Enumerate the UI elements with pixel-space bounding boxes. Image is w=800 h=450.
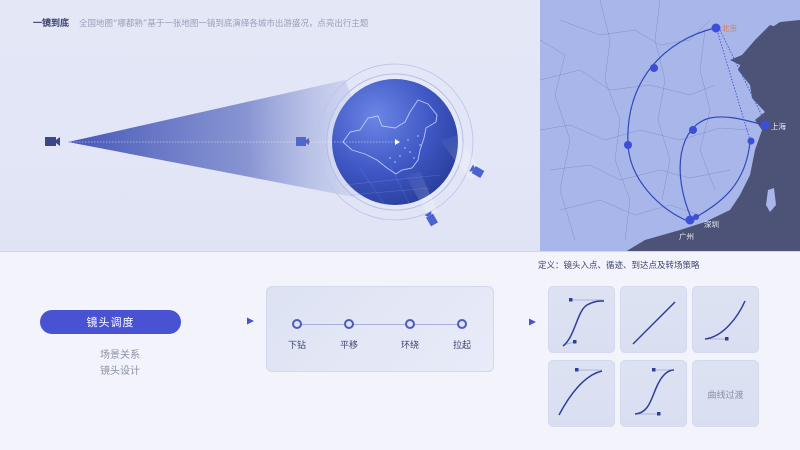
arrow-right-icon	[198, 317, 254, 325]
route-beijing-guangzhou	[627, 27, 716, 223]
camera-design-label: 镜头设计	[100, 366, 140, 377]
city-label-beijing: 北京	[722, 24, 737, 33]
camera-right-icon	[469, 164, 485, 178]
china-outline	[342, 99, 438, 175]
city-label-guangzhou: 广州	[679, 232, 694, 241]
camera-beam	[68, 80, 395, 205]
node-shenzhen	[693, 214, 699, 220]
timeline-node-pan[interactable]	[344, 319, 354, 329]
linear-curve-icon	[632, 301, 676, 345]
ease-s-curve-icon	[562, 298, 605, 347]
camera-movement-timeline: 下钻 平移 环绕 拉起	[266, 286, 494, 372]
taiwan	[766, 188, 776, 212]
node-beijing	[711, 23, 721, 33]
curve-card-ease-in-out[interactable]	[620, 360, 687, 427]
ease-in-curve-icon	[704, 300, 746, 341]
camera-main-icon	[45, 137, 60, 146]
route-map-illustration	[540, 0, 800, 251]
sea	[626, 0, 800, 251]
page-title: 一镜到底	[33, 19, 70, 29]
timeline-label-pullup: 拉起	[452, 341, 471, 351]
camera-stage-illustration	[45, 63, 485, 227]
city-label-shanghai: 上海	[771, 122, 786, 131]
page-subtitle: 全国地图“哪都熟”基于一张地图一镜到底演绎各城市出游盛况，点亮出行主题	[79, 18, 369, 29]
timeline-node-drilldown[interactable]	[292, 319, 302, 329]
timeline-label-pan: 平移	[339, 341, 358, 351]
page-header: 一镜到底 全国地图“哪都熟”基于一张地图一镜到底演绎各城市出游盛况，点亮出行主题	[33, 16, 369, 30]
route-guangzhou-shanghai	[679, 116, 766, 221]
timeline-track	[297, 324, 460, 325]
camera-bottom-icon	[424, 211, 438, 227]
camera-stage-panel: 一镜到底 全国地图“哪都熟”基于一张地图一镜到底演绎各城市出游盛况，点亮出行主题	[0, 0, 540, 252]
route-shenzhen-hangzhou	[694, 141, 751, 219]
curve-card-ease-in-out-s[interactable]	[548, 286, 615, 353]
timeline-label-drilldown: 下钻	[287, 341, 306, 351]
camera-mid-icon	[296, 137, 310, 146]
timeline-node-orbit[interactable]	[405, 319, 415, 329]
arrow-right-icon	[500, 318, 536, 326]
curve-card-linear[interactable]	[620, 286, 687, 353]
definition-text: 定义：镜头入点、循迹、到达点及转场策略	[538, 261, 700, 271]
curve-card-ease-out[interactable]	[548, 360, 615, 427]
curve-transition-caption: 曲线过渡	[707, 391, 744, 401]
curve-card-ease-in[interactable]	[692, 286, 759, 353]
timeline-node-pullup[interactable]	[457, 319, 467, 329]
node-guangzhou	[685, 215, 695, 225]
timeline-label-orbit: 环绕	[400, 341, 419, 351]
scene-relation-label: 场景关系	[100, 350, 140, 361]
route-map: 北京 上海 深圳 广州	[540, 0, 800, 252]
ease-out-curve-icon	[558, 368, 603, 416]
ease-in-out-curve-icon	[634, 368, 675, 416]
camera-schedule-button[interactable]: 镜头调度	[40, 310, 181, 334]
curve-card-caption: 曲线过渡	[692, 360, 759, 427]
node-shanghai	[760, 120, 770, 130]
city-label-shenzhen: 深圳	[704, 220, 719, 229]
